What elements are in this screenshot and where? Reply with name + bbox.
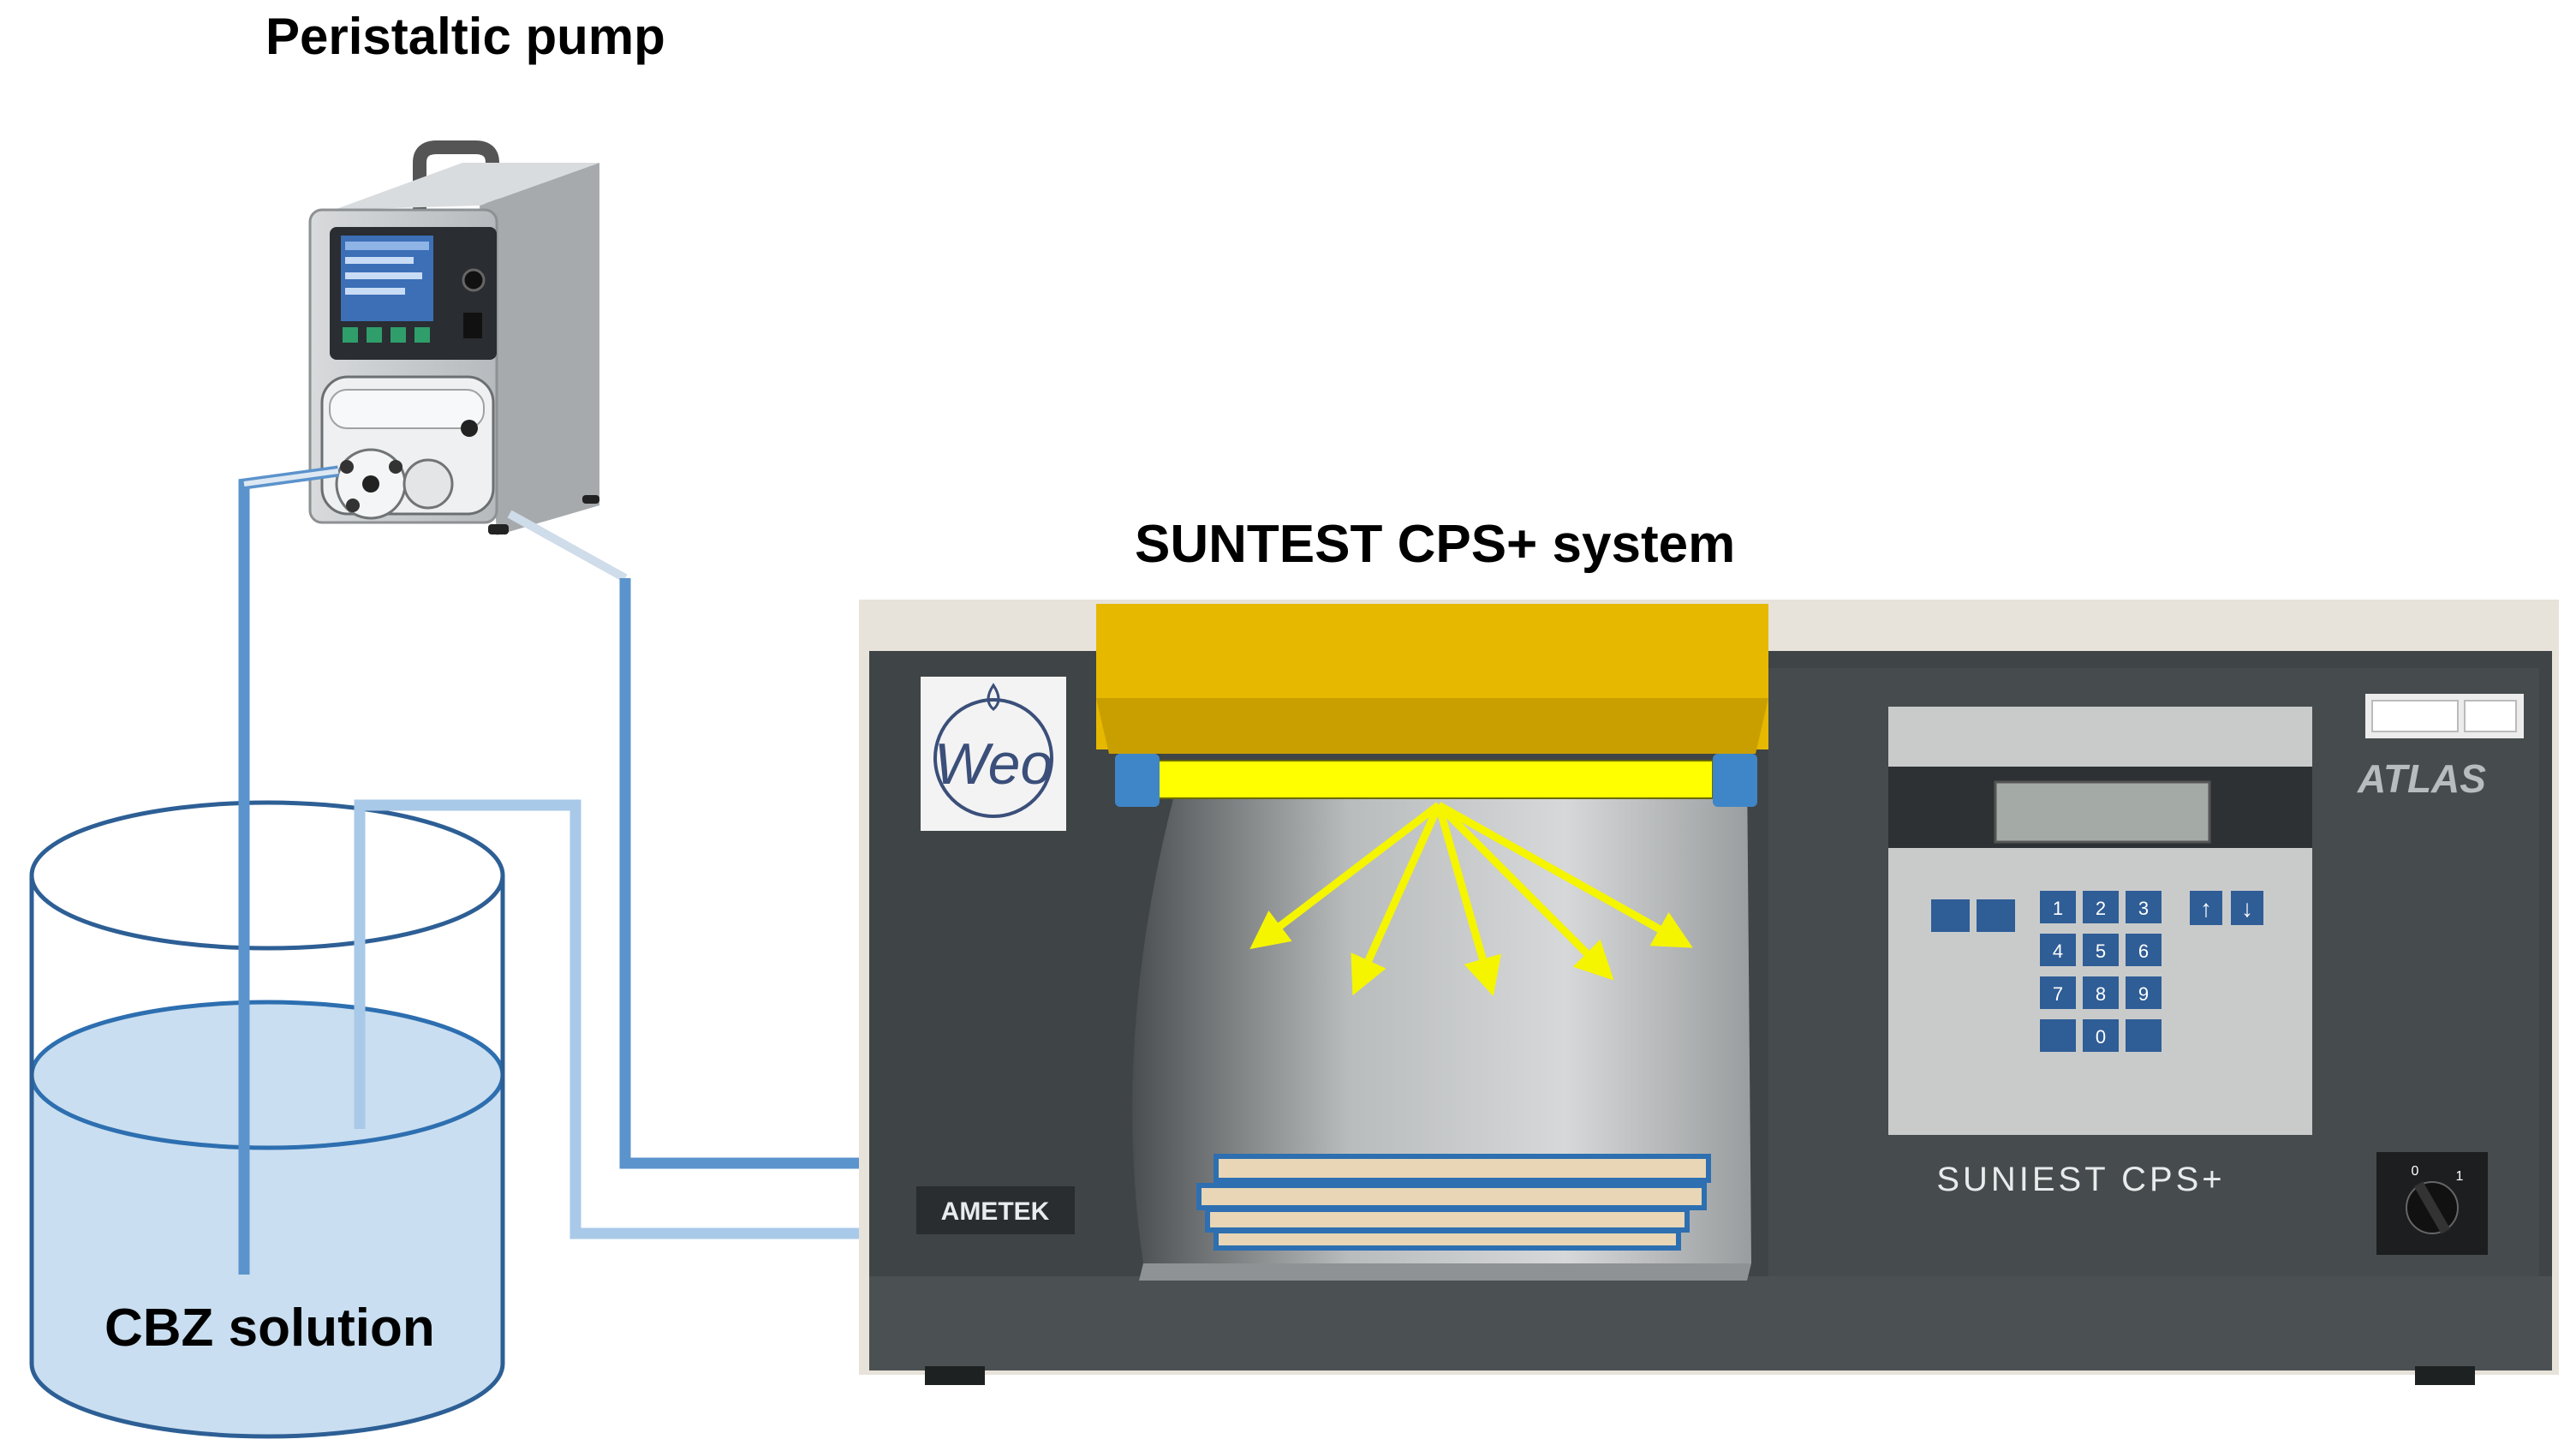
switch-mark-0: 0	[2412, 1164, 2419, 1179]
reactor-plates	[1196, 1154, 1711, 1251]
start-key[interactable]	[1931, 899, 1970, 932]
key-7-label: 7	[2053, 983, 2063, 1005]
reactor-plate-2	[1196, 1183, 1707, 1210]
key-8[interactable]	[2083, 976, 2119, 1009]
key-1[interactable]	[2040, 891, 2076, 923]
key-5-label: 5	[2096, 940, 2106, 962]
key-0[interactable]	[2083, 1019, 2119, 1052]
pump-top	[334, 163, 599, 210]
stop-key[interactable]	[1977, 899, 2015, 932]
beaker-rim	[29, 800, 505, 951]
light-ray-1	[1249, 802, 1441, 950]
key-escape[interactable]	[2040, 1019, 2076, 1052]
lcd-display	[1994, 780, 2211, 844]
key-8-label: 8	[2096, 983, 2106, 1005]
solution-surface	[29, 1000, 505, 1150]
atlas-brand: ATLAS	[2357, 756, 2486, 801]
peristaltic-pump	[308, 140, 599, 535]
light-ray-4	[1435, 802, 1614, 981]
return-tube	[354, 799, 1216, 1239]
number-keypad: 1 2 3 4 5 6 7 8 9 0	[2040, 891, 2162, 1052]
arrow-up-icon: ↑	[2200, 895, 2212, 922]
arrow-up-key[interactable]	[2190, 891, 2222, 925]
power-switch-lever-icon	[2413, 1181, 2451, 1234]
solution-label: CBZ solution	[104, 1299, 435, 1358]
reactor-plate-3	[1205, 1207, 1690, 1233]
weo-logo-panel	[921, 677, 1066, 831]
suntest-device: Weo AMETEK ATLAS	[859, 600, 2559, 1385]
key-4[interactable]	[2040, 934, 2076, 966]
reactor-plate-4	[1213, 1228, 1681, 1251]
light-bar-end-left	[1115, 754, 1160, 807]
pump-title: Peristaltic pump	[265, 8, 665, 65]
suntest-title: SUNTEST CPS+ system	[1135, 515, 1736, 574]
arrow-down-icon: ↓	[2241, 895, 2253, 922]
key-6-label: 6	[2138, 940, 2149, 962]
ametek-badge	[916, 1186, 1075, 1234]
ametek-badge-text: AMETEK	[941, 1197, 1050, 1226]
beaker	[29, 800, 505, 1439]
key-9[interactable]	[2126, 976, 2162, 1009]
weo-logo-text: Weo	[934, 731, 1053, 797]
key-2-label: 2	[2096, 898, 2106, 919]
key-3-label: 3	[2138, 898, 2149, 919]
xenon-light-bar	[1155, 760, 1714, 799]
key-6[interactable]	[2126, 934, 2162, 966]
light-ray-2	[1351, 803, 1443, 996]
arrow-down-key[interactable]	[2231, 891, 2263, 925]
light-bar-end-right	[1713, 754, 1757, 807]
key-3[interactable]	[2126, 891, 2162, 923]
light-ray-5	[1436, 802, 1693, 948]
key-9-label: 9	[2138, 983, 2149, 1005]
key-5[interactable]	[2083, 934, 2119, 966]
light-ray-3	[1434, 803, 1501, 996]
key-7[interactable]	[2040, 976, 2076, 1009]
pump-handle	[413, 140, 499, 210]
key-enter[interactable]	[2126, 1019, 2162, 1052]
key-1-label: 1	[2053, 898, 2063, 919]
key-4-label: 4	[2053, 940, 2063, 962]
key-0-label: 0	[2096, 1026, 2106, 1048]
pump-side	[480, 163, 599, 535]
solution-liquid	[32, 1075, 503, 1436]
key-2[interactable]	[2083, 891, 2119, 923]
reactor-plate-1	[1213, 1154, 1711, 1183]
model-plate: SUNIEST CPS+	[1936, 1161, 2225, 1198]
pump-knob-icon	[462, 268, 486, 292]
light-rays	[1249, 802, 1693, 996]
pump-buttons	[343, 327, 430, 343]
weo-logo-icon	[933, 698, 1053, 818]
switch-mark-1: 1	[2456, 1169, 2464, 1184]
pump-switch-icon	[463, 313, 482, 338]
